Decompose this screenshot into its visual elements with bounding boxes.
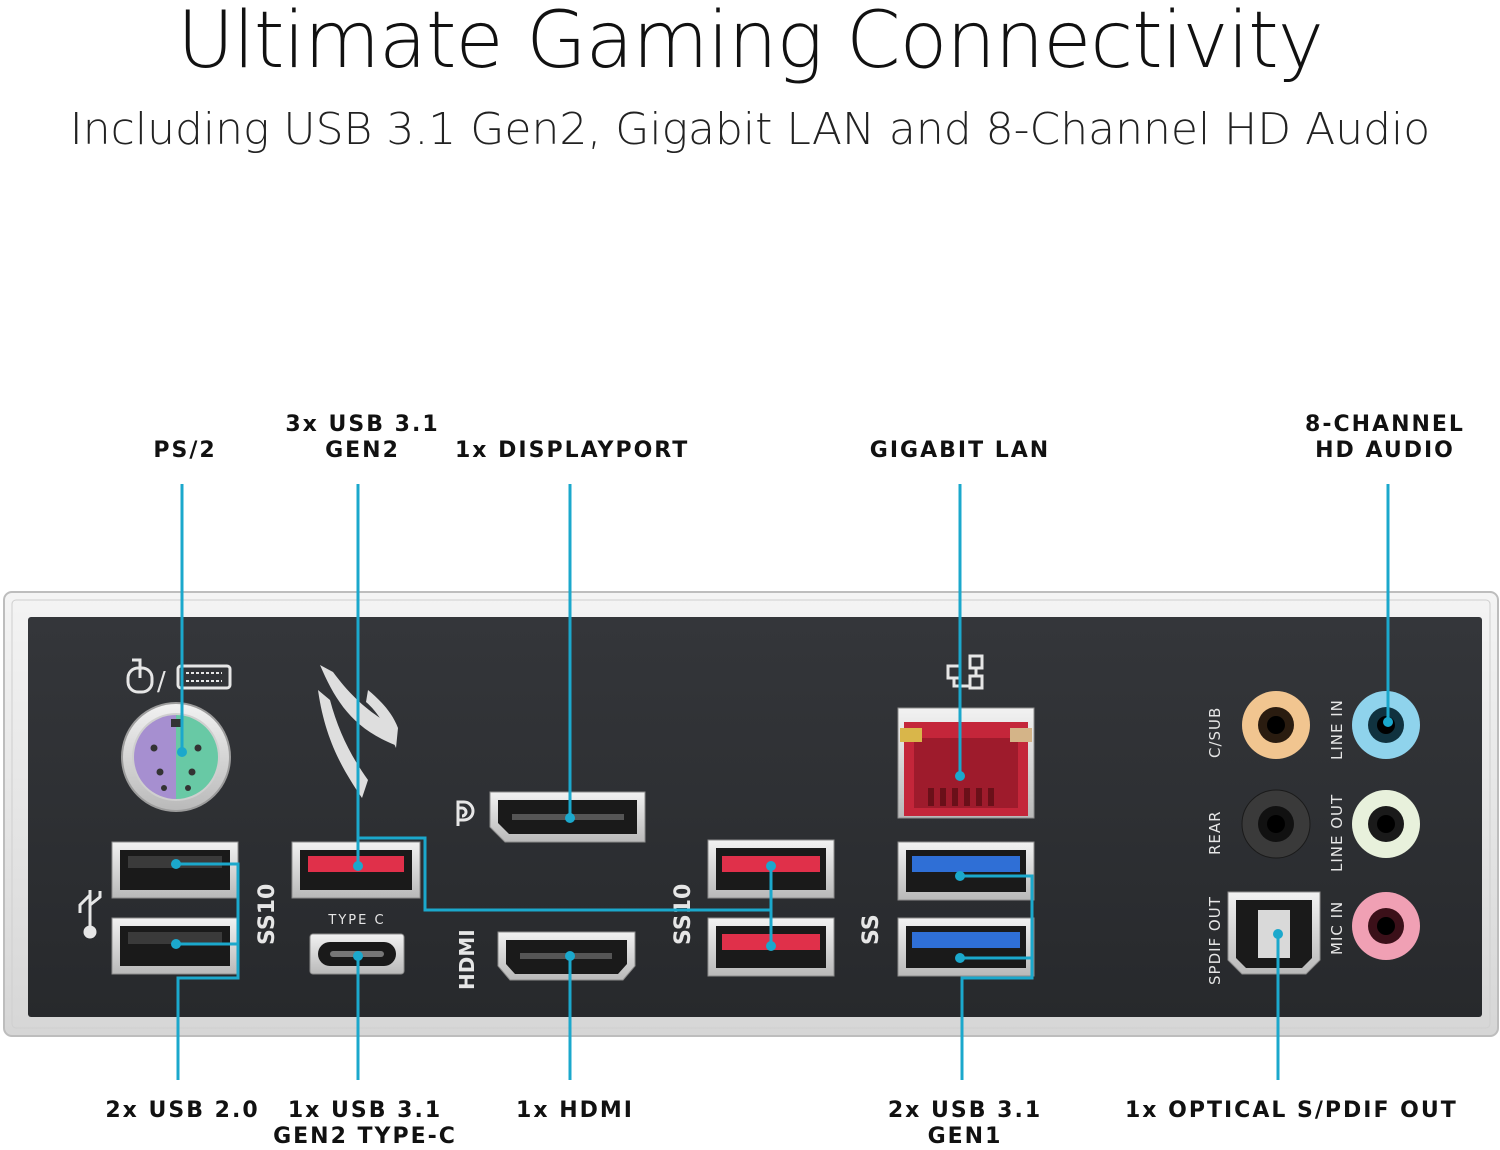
keyboard-icon [176, 664, 232, 690]
label-usb20: 2x USB 2.0 [105, 1098, 260, 1123]
lan-port [897, 707, 1035, 819]
callout-usb20 [176, 862, 240, 1080]
mouse-icon [126, 658, 154, 694]
audio-jack-rear [1241, 789, 1311, 859]
label-hd-audio: 8-CHANNEL HD AUDIO [1305, 412, 1465, 463]
ps2-port [121, 702, 231, 812]
page-subtitle: Including USB 3.1 Gen2, Gigabit LAN and … [69, 104, 1431, 155]
label-usb31-gen1: 2x USB 3.1 GEN1 [887, 1098, 1043, 1149]
callout-dots [171, 717, 1393, 963]
ss-label-gen1: SS [859, 914, 884, 945]
usb31-gen1-ports [897, 841, 1035, 977]
ps2-slash: / [157, 667, 166, 697]
usb-icon [78, 890, 102, 939]
displayport-icon [456, 800, 475, 826]
page-title: Ultimate Gaming Connectivity [177, 0, 1324, 86]
audio-label-line-out: LINE OUT [1328, 794, 1346, 872]
callout-usb31-gen2 [356, 484, 773, 946]
usb20-ports [111, 841, 239, 975]
audio-jack-mic-in [1352, 892, 1420, 960]
label-usb31-gen2: 3x USB 3.1 GEN2 [285, 412, 440, 463]
label-gigabit-lan: GIGABIT LAN [869, 438, 1051, 463]
audio-label-c-sub: C/SUB [1206, 707, 1224, 758]
callout-lines [176, 484, 1390, 1080]
label-ps2: PS/2 [153, 438, 217, 463]
type-c-label: TYPE C [327, 913, 385, 928]
label-displayport: 1x DISPLAYPORT [455, 438, 690, 463]
audio-label-spdif-out: SPDIF OUT [1206, 896, 1224, 985]
hdmi-panel-label: HDMI [455, 929, 479, 990]
audio-label-rear: REAR [1206, 810, 1224, 855]
ss10-label-usb20: SS10 [255, 884, 280, 945]
audio-jack-line-out [1352, 790, 1420, 858]
callout-usb31-gen1 [960, 874, 1034, 1080]
label-hdmi: 1x HDMI [516, 1098, 634, 1123]
label-optical-spdif: 1x OPTICAL S/PDIF OUT [1125, 1098, 1458, 1123]
ss10-label-middle: SS10 [671, 884, 696, 945]
audio-label-line-in: LINE IN [1328, 699, 1346, 760]
audio-jack-c-sub [1242, 691, 1310, 759]
label-usb31-typec: 1x USB 3.1 GEN2 TYPE-C [273, 1098, 457, 1149]
audio-label-mic-in: MIC IN [1328, 901, 1346, 955]
